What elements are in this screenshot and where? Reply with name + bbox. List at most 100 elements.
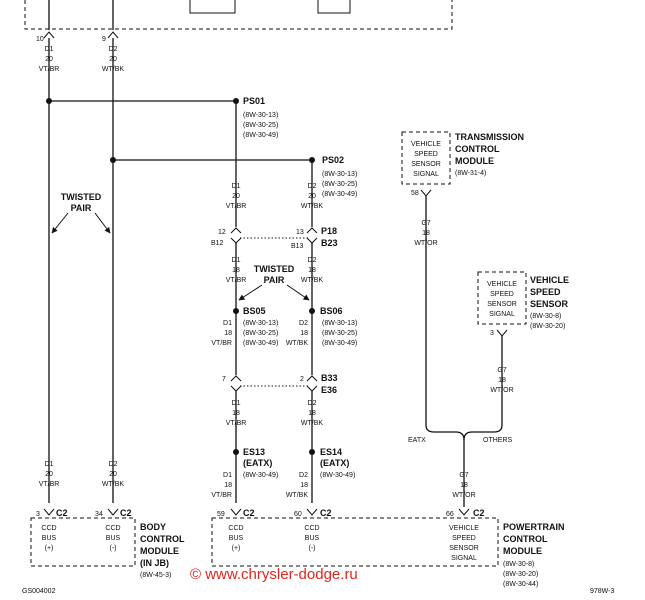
svg-text:BODY: BODY	[140, 522, 166, 532]
bcm-box	[30, 517, 136, 567]
pin-2: 2	[300, 376, 304, 383]
svg-text:BUS: BUS	[106, 535, 121, 542]
wire-d2-center	[306, 160, 318, 516]
pin-3-bcm: 3	[36, 511, 40, 518]
pin-3: 3	[490, 330, 494, 337]
branch-eatx: EATX	[408, 437, 426, 444]
splice-es13-dot	[233, 449, 239, 455]
pcm-title: POWERTRAIN CONTROL MODULE	[503, 522, 565, 556]
splice-ps01-label: PS01	[243, 96, 265, 106]
svg-text:MODULE: MODULE	[140, 546, 179, 556]
svg-text:PAIR: PAIR	[71, 203, 92, 213]
svg-text:SIGNAL: SIGNAL	[451, 555, 477, 562]
svg-text:D2: D2	[308, 183, 317, 190]
svg-text:(8W-30-25): (8W-30-25)	[243, 122, 278, 129]
svg-text:(+): (+)	[45, 545, 54, 552]
svg-text:D1: D1	[45, 46, 54, 53]
svg-text:VEHICLE: VEHICLE	[530, 275, 569, 285]
svg-text:18: 18	[498, 377, 506, 384]
svg-text:G7: G7	[421, 220, 430, 227]
footer-code-right: 978W-3	[590, 588, 614, 595]
svg-text:(8W-30-49): (8W-30-49)	[243, 132, 278, 139]
svg-text:18: 18	[232, 267, 240, 274]
svg-text:18: 18	[422, 230, 430, 237]
splice-bs05-dot	[233, 308, 239, 314]
wire-d2-main	[107, 0, 119, 516]
svg-text:D2: D2	[109, 46, 118, 53]
pcm-box	[211, 517, 499, 567]
wire-d1-main	[43, 0, 55, 516]
bcm-title: BODY CONTROL MODULE (IN JB)	[140, 522, 185, 568]
svg-text:D2: D2	[299, 320, 308, 327]
wire-g7-vss	[496, 329, 508, 425]
svg-text:D1: D1	[232, 257, 241, 264]
svg-text:CCD: CCD	[105, 525, 120, 532]
bcm-ccd-minus: CCD BUS (-)	[105, 525, 120, 552]
svg-text:(8W-30-49): (8W-30-49)	[322, 191, 357, 198]
tcm-signal-box	[401, 131, 451, 185]
tcm-ref: (8W-31-4)	[455, 170, 486, 177]
pin-34: 34	[95, 511, 103, 518]
twisted-pair-arrow	[94, 212, 111, 234]
twisted-pair-left-label: TWISTED PAIR	[61, 192, 102, 213]
svg-text:SPEED: SPEED	[490, 291, 514, 298]
svg-text:CONTROL: CONTROL	[503, 534, 548, 544]
wire-g7-tcm	[420, 189, 432, 425]
svg-text:D1: D1	[45, 461, 54, 468]
bcm-ccd-plus: CCD BUS (+)	[41, 525, 56, 552]
svg-text:(8W-30-25): (8W-30-25)	[322, 181, 357, 188]
splice-ps02-label: PS02	[322, 155, 344, 165]
pin-7: 7	[222, 376, 226, 383]
splice-bs06-dot	[309, 308, 315, 314]
connector-c2-pcm-1: C2	[243, 508, 255, 518]
svg-text:MODULE: MODULE	[503, 546, 542, 556]
splice-es14-dot	[309, 449, 315, 455]
pin-66: 66	[446, 511, 454, 518]
svg-text:18: 18	[300, 330, 308, 337]
wire-label-d2-bottom: D2 20 WT/BK	[102, 461, 124, 488]
svg-text:WT/BK: WT/BK	[301, 203, 323, 210]
twisted-pair-arrow	[286, 284, 310, 301]
splice-bs06-label: BS06	[320, 306, 343, 316]
svg-text:(8W-30-44): (8W-30-44)	[503, 581, 538, 588]
svg-text:BUS: BUS	[42, 535, 57, 542]
svg-text:(8W-30-49): (8W-30-49)	[322, 340, 357, 347]
connector-c2-bcm-1: C2	[56, 508, 68, 518]
wire-label-d2-center-3: D2 18 WT/BK	[286, 320, 308, 347]
vss-refs: (8W-30-8) (8W-30-20)	[530, 313, 565, 330]
svg-text:WT/BK: WT/BK	[301, 277, 323, 284]
svg-text:(8W-30-13): (8W-30-13)	[322, 171, 357, 178]
svg-text:WT/BK: WT/BK	[286, 340, 308, 347]
svg-text:18: 18	[224, 330, 232, 337]
pin-59: 59	[217, 511, 225, 518]
svg-text:VT/BR: VT/BR	[226, 277, 247, 284]
vss-title: VEHICLE SPEED SENSOR	[530, 275, 569, 309]
svg-text:VT/BR: VT/BR	[39, 66, 60, 73]
svg-text:(8W-30-25): (8W-30-25)	[243, 330, 278, 337]
twisted-pair-center-label: TWISTED PAIR	[254, 264, 295, 285]
connector-p18: P18	[321, 226, 337, 236]
es14-ref: (8W-30-49)	[320, 472, 355, 479]
watermark: © www.chrysler-dodge.ru	[190, 566, 358, 583]
svg-text:20: 20	[45, 56, 53, 63]
svg-text:(+): (+)	[232, 545, 241, 552]
splice-bs05-label: BS05	[243, 306, 266, 316]
pin-58: 58	[411, 190, 419, 197]
connector-c2-pcm-3: C2	[473, 508, 485, 518]
connector-e36: E36	[321, 385, 337, 395]
svg-text:SENSOR: SENSOR	[411, 161, 441, 168]
connector-c2-bcm-2: C2	[120, 508, 132, 518]
svg-text:(8W-30-20): (8W-30-20)	[530, 323, 565, 330]
svg-text:18: 18	[224, 482, 232, 489]
svg-text:CCD: CCD	[41, 525, 56, 532]
bs05-refs: (8W-30-13) (8W-30-25) (8W-30-49)	[243, 320, 278, 347]
svg-text:CONTROL: CONTROL	[140, 534, 185, 544]
tcm-signal-label: VEHICLE SPEED SENSOR SIGNAL	[411, 141, 441, 178]
pin-12: 12	[218, 229, 226, 236]
svg-text:SIGNAL: SIGNAL	[489, 311, 515, 318]
es13-ref: (8W-30-49)	[243, 472, 278, 479]
svg-text:VT/BR: VT/BR	[39, 481, 60, 488]
svg-text:WT/BK: WT/BK	[301, 420, 323, 427]
wire-label-d2-center-1: D2 20 WT/BK	[301, 183, 323, 210]
